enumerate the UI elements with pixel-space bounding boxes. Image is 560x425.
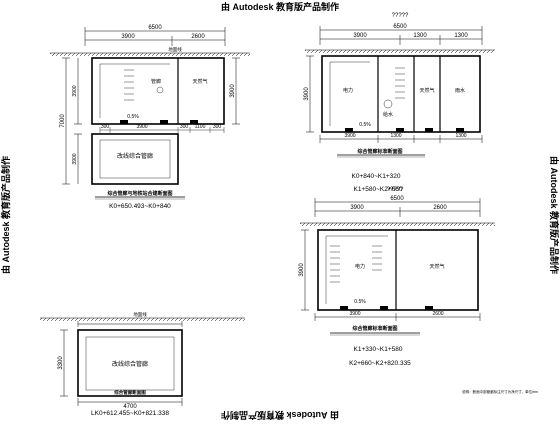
section-d-left-dim [301, 229, 309, 311]
section-a-slope: 0.5% [127, 114, 139, 120]
section-b-dim-height: 3900 [304, 87, 310, 101]
section-d-top-question: ????? [387, 187, 404, 193]
section-b-top-question: ????? [392, 13, 409, 19]
section-c-bottom-dim [77, 398, 183, 406]
section-a: 6500 3900 2600 地面线 管廊 天然气 0.5% [50, 25, 250, 210]
section-b-dim-seg1: 3900 [353, 33, 367, 39]
section-b-dim-bot1: 3900 [344, 133, 355, 139]
section-b-room-a: 电力 [343, 87, 353, 94]
section-c-caption: 综合管廊断面图 [114, 389, 146, 396]
section-a-dim-right: 2600 [191, 34, 205, 40]
section-a-mid-dims [99, 127, 225, 133]
watermark-bottom: 由 Autodesk 教育版产品制作 [221, 410, 339, 420]
section-b-room-b: 给水 [383, 111, 393, 118]
section-a-dim-b4: 1100 [195, 124, 206, 130]
section-a-ground [50, 52, 250, 56]
section-b-top-dims [319, 26, 483, 45]
section-a-dim-lower: 3900 [72, 153, 78, 164]
section-a-ground-label: 地面线 [168, 46, 182, 53]
section-a-dim-upper: 3900 [72, 85, 78, 96]
section-b-station-1: K0+840~K1+320 [352, 173, 401, 180]
section-a-dim-right-side: 3900 [230, 84, 236, 98]
section-d: ????? 6500 3900 2600 [299, 187, 495, 367]
section-d-dim-seg1: 3900 [350, 205, 364, 211]
section-a-dim-left: 3900 [121, 34, 135, 40]
section-d-dim-bot1: 3900 [349, 311, 360, 317]
section-a-lower-room: 改线综合管廊 [117, 152, 153, 160]
section-c-dim-bottom: 4700 [123, 404, 137, 410]
section-b-dim-seg3: 1300 [454, 33, 468, 39]
section-c-left-dim [60, 329, 68, 397]
section-b-bottom-dims [319, 135, 483, 143]
section-a-upper-box [91, 57, 225, 125]
section-d-dim-seg2: 2600 [433, 205, 447, 211]
section-d-station-1: K1+330~K1+580 [354, 346, 403, 353]
section-c-station-1: LK0+612.455~K0+821.338 [91, 410, 169, 417]
section-c-lower-room: 改线综合管廊 [112, 360, 148, 368]
section-a-caption: 综合管廊与地铁站合建断面图 [107, 190, 172, 197]
section-a-dim-b1: 300 [101, 124, 110, 130]
section-c-top-dim [77, 321, 183, 327]
section-c-box [77, 329, 183, 397]
section-a-lower-box [91, 133, 179, 185]
section-b-dim-bot2: 1300 [390, 133, 401, 139]
section-c-ground-label: 地面线 [133, 311, 147, 318]
section-b-caption: 综合管廊标准断面图 [357, 148, 402, 155]
section-a-top-dims [84, 27, 226, 46]
section-d-dim-total: 6500 [390, 196, 404, 202]
section-b-supports [345, 128, 464, 132]
section-a-station-1: K0+650.493~K0+840 [109, 203, 171, 210]
section-a-right-dim [232, 57, 240, 125]
section-b-room-d: 雨水 [455, 87, 465, 94]
section-b-cable-racks [383, 67, 405, 109]
section-d-ground [300, 222, 495, 226]
section-a-room-a: 管廊 [151, 78, 161, 85]
section-a-room-b: 天然气 [192, 78, 207, 85]
section-a-dim-height: 7000 [60, 114, 66, 128]
section-b-station-2: K1+580~K2+660 [354, 186, 403, 193]
section-b-box [321, 55, 481, 133]
section-a-dim-total: 6500 [148, 25, 162, 31]
section-d-dim-bot2: 2600 [432, 311, 443, 317]
section-a-dim-b2: 3900 [136, 124, 147, 130]
section-b-dim-bot3: 1300 [455, 133, 466, 139]
section-d-room-a: 电力 [355, 263, 365, 270]
section-b-left-dim [306, 55, 314, 133]
section-d-slope: 0.5% [354, 299, 366, 305]
section-a-left-dim [62, 57, 82, 185]
section-d-bottom-dims [314, 313, 481, 321]
section-b-caption-underline [337, 154, 425, 158]
section-b-ground [305, 49, 495, 53]
section-b-slope: 0.5% [359, 122, 371, 128]
section-a-dim-b3: 300 [180, 124, 189, 130]
section-b-dim-seg2: 1300 [413, 33, 427, 39]
footnote: 说明：断面中部管廊标注尺寸为净尺寸，单位mm [462, 389, 538, 394]
section-b-dim-total: 6500 [393, 24, 407, 30]
section-d-box [317, 229, 479, 311]
section-d-caption-underline [330, 332, 420, 336]
section-d-station-2: K2+660~K2+820.335 [349, 360, 411, 367]
section-a-cable-racks [124, 69, 164, 101]
section-d-room-b: 天然气 [429, 263, 444, 270]
section-d-supports [340, 306, 433, 310]
watermark-left: 由 Autodesk 教育版产品制作 [0, 156, 11, 274]
section-a-caption-underline [95, 196, 185, 200]
section-d-caption: 综合管廊标准断面图 [352, 325, 397, 332]
section-a-supports [120, 120, 198, 124]
watermark-right: 由 Autodesk 教育版产品制作 [549, 156, 560, 274]
section-b-room-c: 天然气 [419, 87, 434, 94]
section-d-top-dims [314, 198, 481, 217]
watermark-top: 由 Autodesk 教育版产品制作 [221, 1, 339, 12]
section-c-ground [40, 317, 245, 321]
section-d-dim-height: 3900 [299, 263, 305, 277]
section-c-dim-height: 3300 [58, 356, 64, 370]
section-d-cable-racks [330, 245, 382, 283]
section-a-dim-b5: 300 [213, 124, 222, 130]
section-b: ????? 6500 3900 1300 1300 [304, 13, 495, 193]
section-c: 地面线 改线综合管廊 3300 4700 综合管廊断面图 LK0+612.455… [40, 311, 245, 417]
